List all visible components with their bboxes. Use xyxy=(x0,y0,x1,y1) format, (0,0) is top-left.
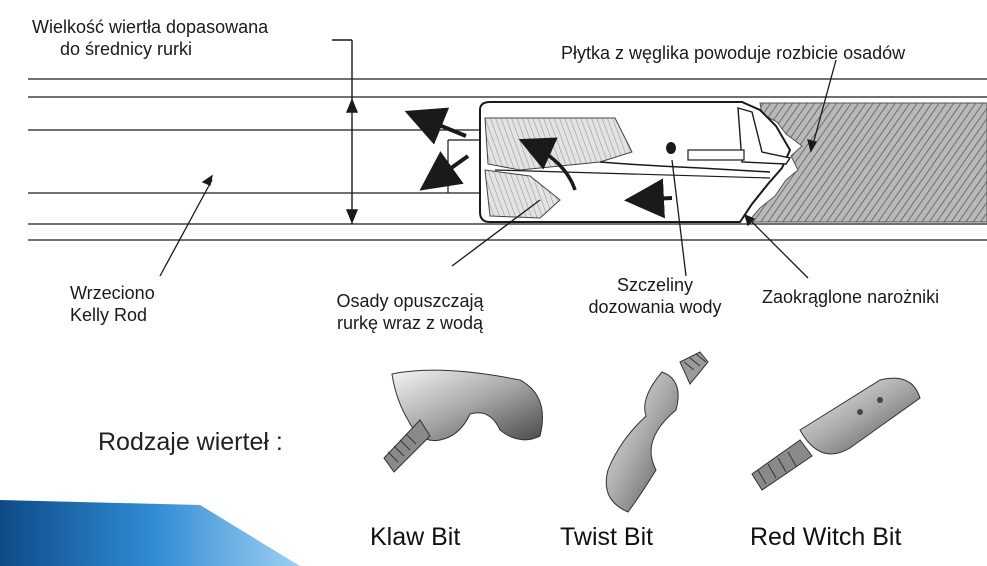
bit-types-heading: Rodzaje wierteł : xyxy=(98,428,283,457)
bit-name-red-witch: Red Witch Bit xyxy=(750,523,901,551)
bit-name-twist: Twist Bit xyxy=(560,523,653,551)
label-carbide-plate: Płytka z węglika powoduje rozbicie osadó… xyxy=(561,42,905,64)
bit-name-klaw: Klaw Bit xyxy=(370,523,460,551)
label-spindle: Wrzeciono Kelly Rod xyxy=(70,282,155,326)
exit-arrow-down xyxy=(426,156,468,186)
red-witch-bit-photo xyxy=(752,378,920,490)
drill-bit-body xyxy=(480,102,790,222)
claw-bit-photo xyxy=(384,370,543,472)
diameter-dimension xyxy=(332,40,357,224)
water-slot-icon xyxy=(666,142,676,154)
label-rounded-corners: Zaokrąglone narożniki xyxy=(762,286,939,308)
twist-bit-photo xyxy=(606,352,708,512)
exit-arrow-up xyxy=(412,114,466,136)
label-water-slots: Szczeliny dozowania wody xyxy=(560,274,750,318)
slide-accent-bar xyxy=(0,500,300,566)
label-sediments: Osady opuszczają rurkę wraz z wodą xyxy=(310,290,510,334)
label-drill-size: Wielkość wiertła dopasowana do średnicy … xyxy=(32,16,268,60)
